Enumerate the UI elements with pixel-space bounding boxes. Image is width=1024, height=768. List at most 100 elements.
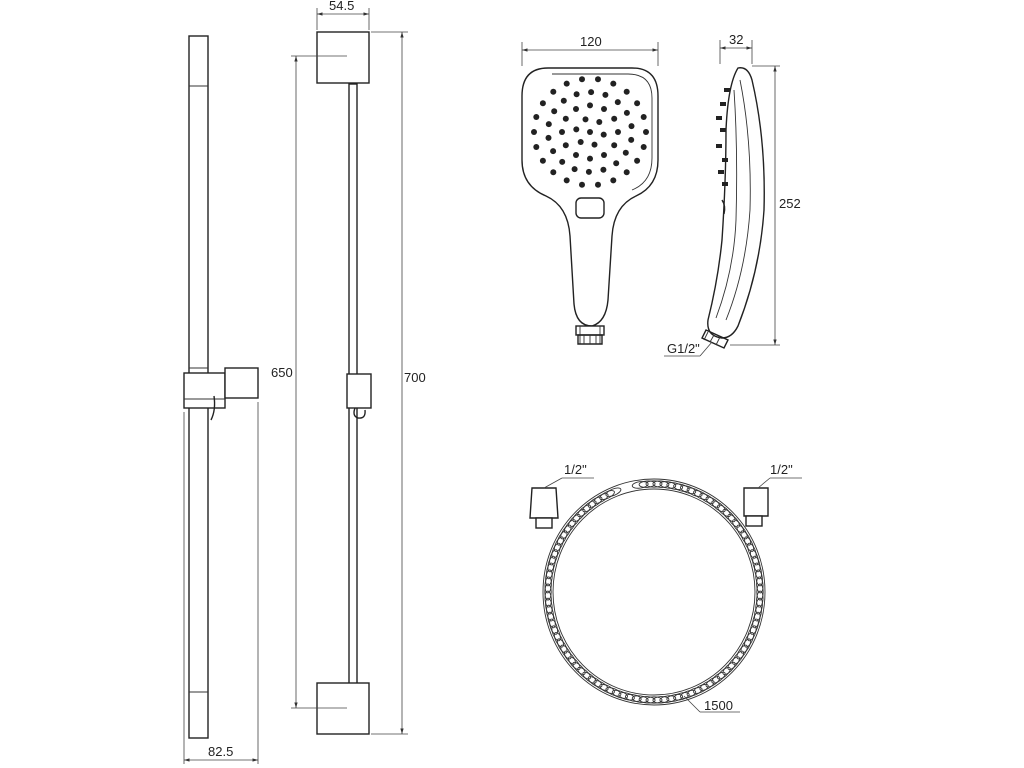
nozzle [550,148,557,155]
shower-hose: 1/2" 1/2" 1500 [529,462,802,713]
hose-link [544,576,552,594]
nozzle [591,141,598,148]
head-thickness-label: 32 [729,32,743,47]
hose-link [577,666,591,680]
nozzle [582,116,589,123]
nozzle [559,129,565,135]
side-nozzle-nubs [716,88,730,186]
hose-right-nut [743,487,769,527]
handset-length-label: 252 [779,196,801,211]
nozzle [579,76,585,83]
nozzle [611,115,618,122]
hose-link [544,590,552,608]
nozzle [573,106,579,112]
hose-link [740,638,752,654]
hose-link [711,671,726,684]
hose-link [699,493,715,504]
hose-outline [542,478,766,706]
nozzle [563,177,570,184]
hose-link [547,611,556,629]
hose-link [666,693,684,702]
hose-link [593,680,609,691]
hose-link [754,604,762,622]
hose-link [631,481,649,489]
side-nub [716,116,722,120]
hose-link [722,661,736,675]
hose-link [652,480,670,488]
hose-right-thread-label: 1/2" [770,462,793,477]
hose-link [756,576,764,594]
nozzle [573,152,579,158]
hose-link [752,555,761,573]
hose-link [605,687,622,697]
hose-link [549,549,559,566]
hose-link [755,597,763,615]
hose-link [638,696,656,704]
nozzle [595,76,601,83]
hose-link [756,583,764,601]
nozzle [623,88,630,95]
nozzle [588,89,595,96]
nozzle [596,119,603,125]
nozzle [573,126,580,133]
hose-link [747,542,757,559]
nozzle [640,114,647,120]
nozzle [545,134,552,141]
nozzle [533,114,540,120]
hose-link [544,583,552,601]
hose-link [605,487,622,497]
hose-link [747,625,757,642]
nozzle [559,158,566,165]
nozzle [579,181,585,188]
hose-link [547,555,556,573]
side-nub [716,144,722,148]
hose-link [736,644,748,660]
nozzle [610,177,617,184]
nozzle [602,91,609,98]
hose-link [545,597,553,615]
hose-left-nut [529,487,559,529]
hose-link [705,496,721,508]
hose-link [727,513,740,528]
hose-link [659,695,677,703]
side-nub [720,102,726,106]
hose-link [699,680,715,691]
hose-link [568,513,581,528]
spray-nozzles [531,76,649,188]
hose-link [673,692,690,701]
hose-link [749,618,759,635]
hose-link [638,480,656,488]
nozzle [531,129,537,135]
nozzle [610,80,617,87]
side-slider [346,373,372,409]
hose-link [572,661,586,675]
hose-link [686,687,703,697]
hose-link [666,482,684,491]
side-nub [718,170,724,174]
hose-link [599,490,615,501]
nozzle [573,91,580,98]
nozzle [634,157,641,164]
nozzle [623,169,630,176]
hose-link [563,519,576,534]
hose-link [553,536,564,552]
hose-link [732,519,745,534]
hose-coils [542,478,766,706]
hose-link [645,480,663,488]
nozzle [560,97,567,104]
slider-width-label: 54.5 [329,0,354,13]
hose-length-label: 1500 [704,698,733,713]
nozzle [550,88,557,95]
nozzle [545,121,552,128]
nozzle [640,144,647,150]
nozzle [550,169,557,176]
hose-link [744,632,755,648]
hose-link [732,650,745,665]
hose-link [577,504,591,518]
hose-link [752,611,761,629]
hose-link [717,504,731,518]
bar-length-label: 700 [404,370,426,385]
hose-link [553,632,564,648]
hose-link [756,590,764,608]
